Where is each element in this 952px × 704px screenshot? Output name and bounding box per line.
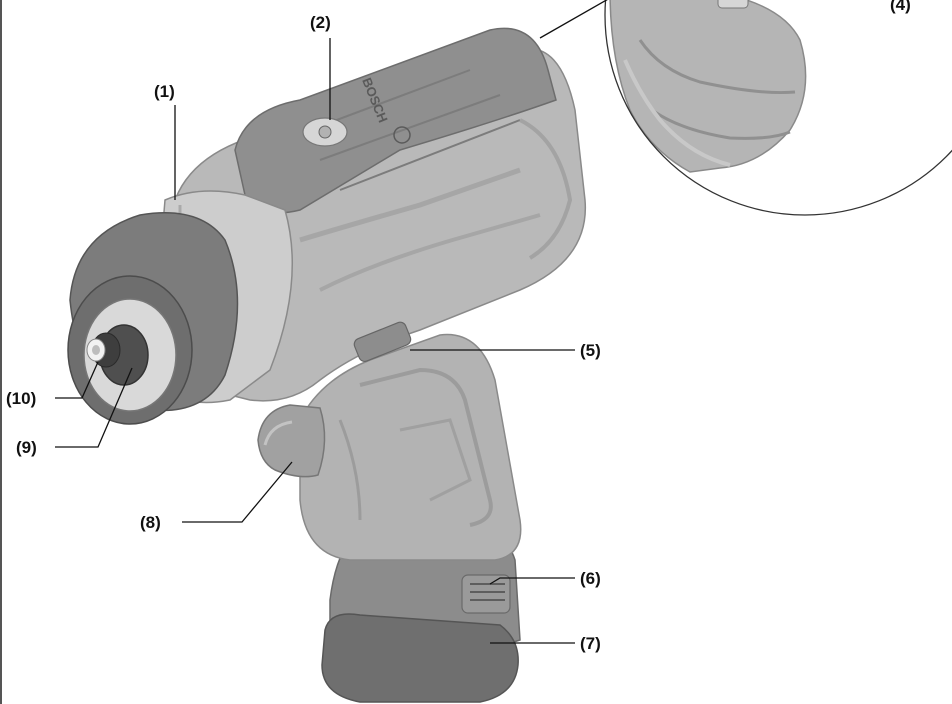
- callout-1: (1): [154, 82, 175, 101]
- handle-grip: [299, 333, 522, 561]
- battery-base: [321, 613, 519, 703]
- callout-10: (10): [6, 389, 36, 408]
- leader-lines: [55, 38, 575, 644]
- magnifier-ring: [604, 0, 952, 216]
- grip-body: [299, 333, 522, 561]
- callout-7: (7): [580, 634, 601, 653]
- callout-2: (2): [310, 13, 331, 32]
- detail-housing: [609, 0, 807, 173]
- callout-5: (5): [580, 341, 601, 360]
- callout-4: (4): [890, 0, 911, 14]
- callout-9: (9): [16, 438, 37, 457]
- battery-release: [461, 574, 511, 614]
- callout-labels: (1) (2) (4) (5) (6) (7) (8) (9) (10): [6, 0, 911, 653]
- trigger-switch: [257, 404, 326, 478]
- callout-8: (8): [140, 513, 161, 532]
- battery-pack: [321, 529, 521, 703]
- callout-6: (6): [580, 569, 601, 588]
- bit-holder-clip: [353, 321, 412, 363]
- front-collar: [67, 190, 293, 425]
- detail-indicator: [717, 0, 749, 9]
- detail-magnifier: [539, 0, 952, 216]
